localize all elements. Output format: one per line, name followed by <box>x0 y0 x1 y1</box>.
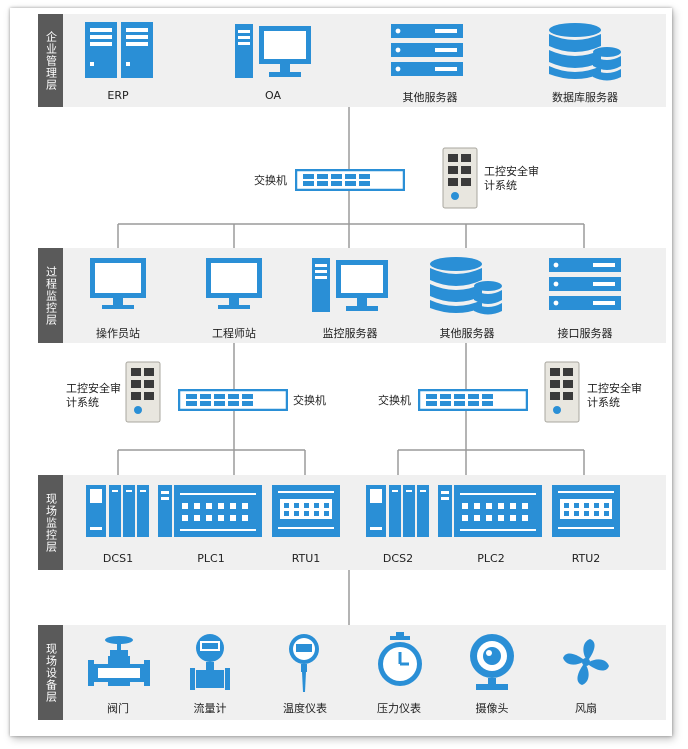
core-switch-icon <box>295 169 405 191</box>
fan-label: 风扇 <box>575 702 597 715</box>
thermometer-label: 温度仪表 <box>283 702 327 715</box>
rtu-icon <box>272 485 340 537</box>
fan-icon <box>563 639 609 685</box>
audit-appliance-icon <box>544 361 580 423</box>
plc-icon <box>158 485 262 537</box>
rtu-icon <box>552 485 620 537</box>
monitoring-server-label: 监控服务器 <box>322 327 378 340</box>
database-icon <box>430 257 502 315</box>
right-audit-label: 工控安全审计系统 <box>587 382 642 409</box>
pressure-gauge-label: 压力仪表 <box>377 702 421 715</box>
oa-label: OA <box>265 89 281 102</box>
database-server-label: 数据库服务器 <box>552 91 618 104</box>
dcs-icon <box>366 485 429 537</box>
flowmeter-label: 流量计 <box>193 702 227 715</box>
plc-icon <box>438 485 542 537</box>
management-layer-tag: 企业管理层 <box>38 14 63 107</box>
database-icon <box>549 23 621 81</box>
audit-appliance-icon <box>442 147 478 209</box>
process-layer-tag: 过程监控层 <box>38 248 63 343</box>
left-audit-label: 工控安全审计系统 <box>66 382 121 409</box>
field-control-layer-tag: 现场监控层 <box>38 475 63 570</box>
erp-label: ERP <box>107 89 129 102</box>
other-server-label-top: 其他服务器 <box>402 91 458 104</box>
operator-station-label: 操作员站 <box>96 327 140 340</box>
valve-label: 阀门 <box>107 702 129 715</box>
interface-server-label: 接口服务器 <box>557 327 613 340</box>
flowmeter-icon <box>190 634 230 690</box>
dcs1-label: DCS1 <box>102 552 134 565</box>
rack-server-icon <box>549 258 621 310</box>
core-audit-label: 工控安全审计系统 <box>484 165 539 192</box>
right-switch-label: 交换机 <box>378 394 411 407</box>
desktop-pc-icon <box>235 24 311 78</box>
server-tower-icon <box>85 22 153 78</box>
rtu1-label: RTU1 <box>291 552 321 565</box>
dcs-icon <box>86 485 149 537</box>
thermometer-icon <box>289 634 319 692</box>
audit-appliance-icon <box>125 361 161 423</box>
dcs2-label: DCS2 <box>382 552 414 565</box>
field-devices-layer-tag: 现场设备层 <box>38 625 63 720</box>
left-switch-label: 交换机 <box>293 394 326 407</box>
left-switch-icon <box>178 389 288 411</box>
other-server-label-process: 其他服务器 <box>439 327 495 340</box>
camera-icon <box>470 634 514 690</box>
desktop-pc-icon <box>312 258 388 312</box>
monitor-icon <box>206 258 262 309</box>
engineer-station-label: 工程师站 <box>212 327 256 340</box>
plc1-label: PLC1 <box>197 552 225 565</box>
right-switch-icon <box>418 389 528 411</box>
rtu2-label: RTU2 <box>571 552 601 565</box>
rack-server-icon <box>391 24 463 76</box>
monitor-icon <box>90 258 146 309</box>
pressure-gauge-icon <box>378 632 422 686</box>
valve-icon <box>88 636 150 686</box>
plc2-label: PLC2 <box>477 552 505 565</box>
camera-label: 摄像头 <box>475 702 509 715</box>
core-switch-label: 交换机 <box>254 174 287 187</box>
